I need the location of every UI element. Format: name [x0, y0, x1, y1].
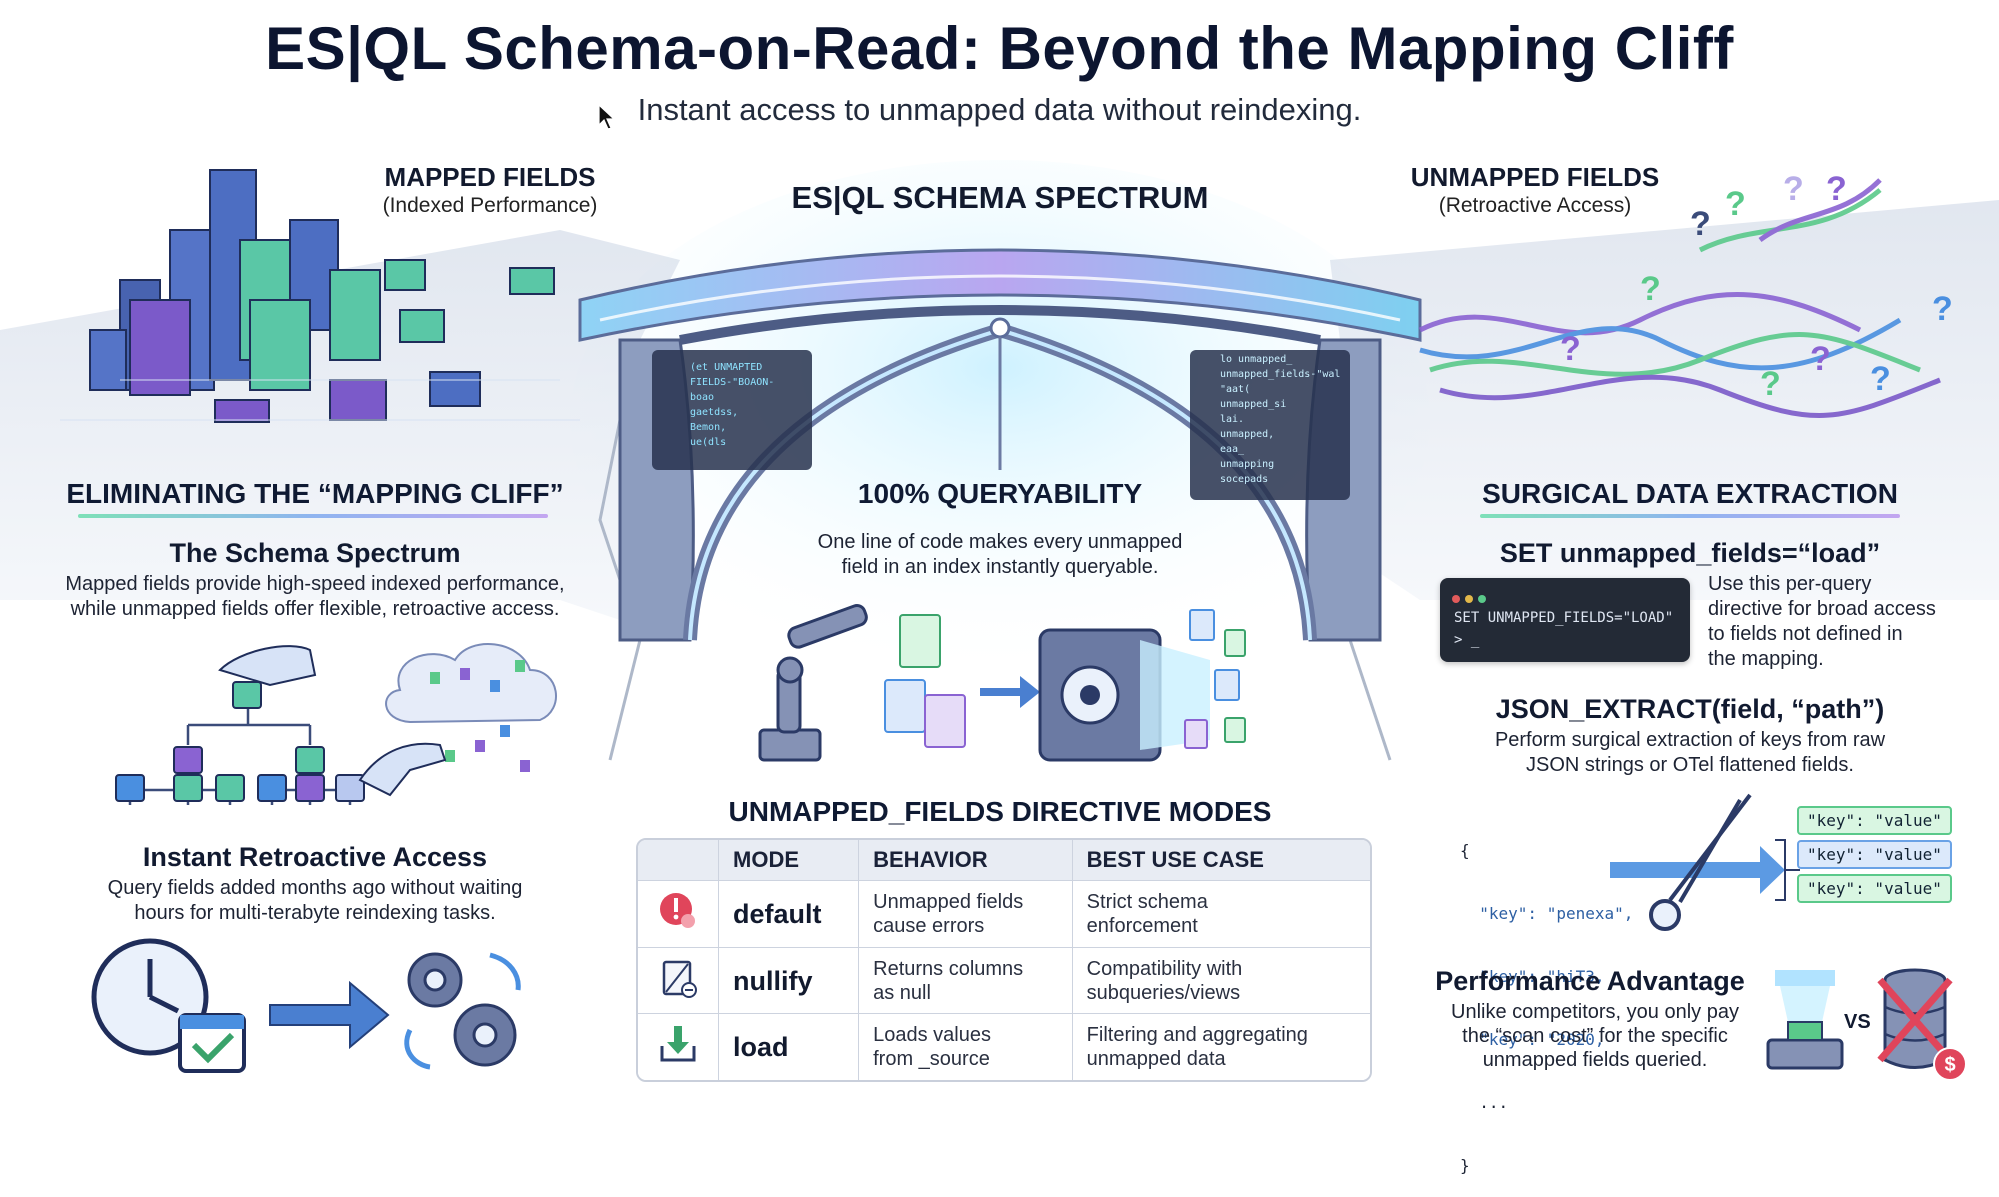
section-underline	[78, 514, 548, 518]
directive-modes-table: MODE BEHAVIOR BEST USE CASE default Unma…	[636, 838, 1372, 1082]
bridge-code-right: lo unmapped_unmapped_fields-"wal"aat( un…	[1220, 354, 1341, 485]
mapped-fields-title: MAPPED FIELDS	[384, 162, 596, 192]
extracted-key-value: "key": "value"	[1797, 840, 1952, 869]
scissors-arrow-illustration	[1610, 793, 1800, 931]
unmapped-fields-title: UNMAPPED FIELDS	[1410, 162, 1660, 192]
scan-disk-icon	[1766, 970, 1844, 1070]
svg-text:?: ?	[1870, 360, 1891, 398]
terminal-prompt: > _	[1454, 632, 1480, 648]
set-directive-heading: SET unmapped_fields=“load”	[1499, 538, 1881, 568]
clock-to-gears-illustration	[91, 938, 521, 1073]
vs-label: VS	[1844, 1011, 1871, 1033]
col-mode: MODE	[718, 840, 860, 881]
svg-text:?: ?	[1725, 185, 1746, 223]
surgical-extraction-title: SURGICAL DATA EXTRACTION	[1482, 478, 1898, 509]
performance-heading: Performance Advantage	[1435, 966, 1745, 996]
retroactive-access-text: Query fields added months ago without wa…	[107, 877, 523, 924]
schema-spectrum-title: ES|QL SCHEMA SPECTRUM	[791, 180, 1209, 215]
database-cost-icon: $	[1877, 968, 1967, 1081]
table-header-row: MODE BEHAVIOR BEST USE CASE	[638, 840, 1370, 881]
json-extract-heading: JSON_EXTRACT(field, “path”)	[1495, 694, 1885, 724]
col-behavior: BEHAVIOR	[858, 840, 1073, 881]
extracted-key-value: "key": "value"	[1797, 874, 1952, 903]
dollar-label: $	[1944, 1054, 1955, 1076]
scissors-icon	[1649, 793, 1752, 931]
queryability-text: One line of code makes every unmapped fi…	[817, 531, 1183, 578]
unmapped-fields-subtitle: (Retroactive Access)	[1438, 194, 1632, 217]
schema-spectrum-text: Mapped fields provide high-speed indexed…	[65, 573, 565, 620]
unmapped-data-streams	[1418, 178, 1941, 418]
error-icon	[638, 880, 719, 948]
performance-text: Unlike competitors, you only pay the “sc…	[1451, 1001, 1739, 1071]
robot-to-vault-illustration	[758, 603, 1246, 762]
gears-icon	[407, 952, 517, 1067]
svg-text:?: ?	[1932, 290, 1953, 328]
null-icon	[638, 946, 719, 1014]
schema-spectrum-heading: The Schema Spectrum	[169, 538, 461, 568]
json-snippet: { "key": "penexa", "key": "hiT3, "key": …	[1460, 841, 1634, 1175]
documents-icon	[884, 614, 966, 748]
svg-text:?: ?	[1826, 170, 1847, 208]
bridge-scene-illustration: ? ? ? ? ? ? ? ? ? ?	[0, 160, 1999, 761]
col-use-case: BEST USE CASE	[1072, 840, 1370, 881]
svg-text:?: ?	[1640, 270, 1661, 308]
extracted-key-value: "key": "value"	[1797, 806, 1952, 835]
page-subtitle: Instant access to unmapped data without …	[637, 92, 1362, 127]
calendar-check-icon	[178, 1013, 246, 1073]
svg-text:?: ?	[1760, 365, 1781, 403]
terminal-window: SET UNMAPPED_FIELDS="LOAD" > _	[1440, 578, 1690, 662]
svg-text:?: ?	[1560, 330, 1581, 368]
performance-comparison-illustration: VS $	[1766, 968, 1967, 1081]
directive-modes-title: UNMAPPED_FIELDS DIRECTIVE MODES	[728, 796, 1272, 827]
download-icon	[638, 1013, 719, 1080]
schema-tree-illustration	[115, 643, 557, 805]
svg-text:?: ?	[1783, 170, 1804, 208]
robot-arm-icon	[758, 603, 868, 762]
json-extract-text: Perform surgical extraction of keys from…	[1494, 729, 1886, 776]
set-directive-description: Use this per-query directive for broad a…	[1708, 573, 1936, 670]
eliminating-cliff-title: ELIMINATING THE “MAPPING CLIFF”	[66, 478, 564, 509]
queryability-title: 100% QUERYABILITY	[857, 478, 1143, 509]
retroactive-access-heading: Instant Retroactive Access	[142, 842, 488, 872]
svg-text:?: ?	[1810, 340, 1831, 378]
mapped-servers	[60, 169, 580, 423]
section-underline	[1480, 514, 1900, 518]
svg-text:?: ?	[1690, 205, 1711, 243]
page-title: ES|QL Schema-on-Read: Beyond the Mapping…	[265, 15, 1734, 82]
mapped-fields-subtitle: (Indexed Performance)	[382, 194, 598, 217]
mouse-cursor-icon	[598, 104, 616, 130]
terminal-command: SET UNMAPPED_FIELDS="LOAD"	[1454, 610, 1674, 626]
